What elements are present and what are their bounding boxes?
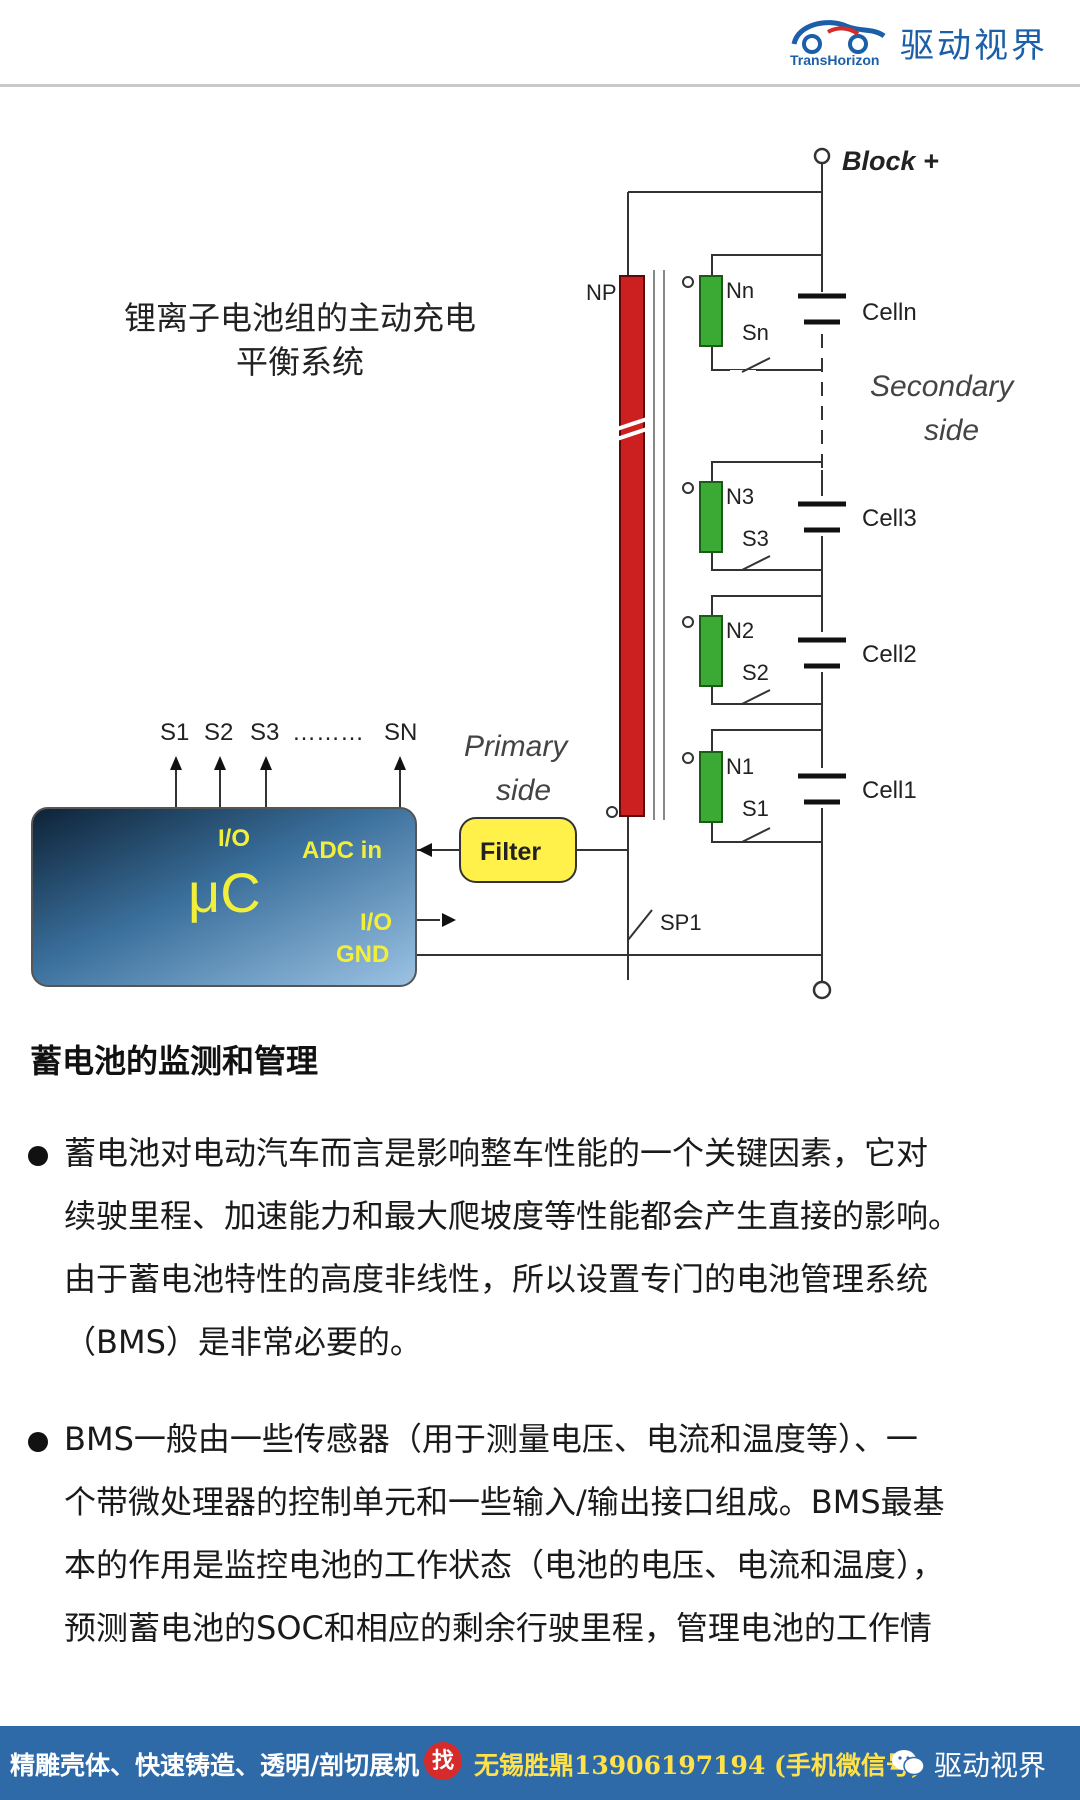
switch-label-3: S3 (742, 526, 769, 551)
filter-block (459, 817, 577, 883)
output-label-s3: S3 (250, 719, 279, 746)
bullet-2-line-1: BMS一般由一些传感器（用于测量电压、电流和温度等）、一 (64, 1420, 918, 1458)
bullet-2-line-4: 预测蓄电池的SOC和相应的剩余行驶里程，管理电池的工作情 (64, 1609, 932, 1647)
secondary-side-label-2: side (924, 414, 979, 447)
caption-line-1: 锂离子电池组的主动充电 (123, 299, 476, 337)
bullet-paragraph-2: BMS一般由一些传感器（用于测量电压、电流和温度等）、一 个带微处理器的控制单元… (28, 1408, 1058, 1660)
bullet-dot-icon (28, 1146, 48, 1166)
cell-label-1: Cell1 (862, 777, 917, 804)
footer-account-name: 驱动视界 (934, 1749, 1047, 1782)
microcontroller-block (31, 807, 417, 987)
winding-label-2: N2 (726, 618, 754, 643)
page-header: 驱动视界 TransHorizon (0, 0, 1080, 84)
bullet-1-line-2: 续驶里程、加速能力和最大爬坡度等性能都会产生直接的影响。 (64, 1197, 961, 1235)
mcu-adc-label: ADC in (302, 837, 382, 864)
block-plus-terminal (813, 147, 831, 165)
primary-side-label-1: Primary (464, 730, 569, 763)
header-divider (0, 84, 1080, 87)
bullet-1-line-4: （BMS）是非常必要的。 (64, 1323, 422, 1361)
footer-find-badge: 找 (424, 1742, 462, 1780)
balancing-circuit-diagram: Block + NP Secondary side Primary side N… (31, 146, 1015, 1000)
cell-stage-n (682, 275, 846, 374)
secondary-side-label-1: Secondary (870, 370, 1015, 403)
output-label-sn: SN (384, 719, 417, 746)
cell-label-n: Celln (862, 299, 917, 326)
car-logo-icon (791, 20, 886, 54)
wechat-icon (892, 1750, 925, 1776)
block-plus-label: Block + (842, 146, 939, 176)
brand-name-cn: 驱动视界 (900, 26, 1048, 66)
caption-line-2: 平衡系统 (235, 343, 364, 381)
footer-banner[interactable]: 精雕壳体、快速铸造、透明/剖切展机 找 无锡胜鼎13906197194 (手机微… (0, 1726, 1080, 1800)
winding-label-1: N1 (726, 754, 754, 779)
section-heading: 蓄电池的监测和管理 (30, 1042, 319, 1080)
cell-stage-2 (682, 615, 846, 705)
cell-stage-3 (682, 481, 846, 571)
block-minus-terminal (812, 980, 832, 1000)
bullet-1-line-1: 蓄电池对电动汽车而言是影响整车性能的一个关键因素，它对 (64, 1134, 929, 1172)
mcu-io-top-label: I/O (218, 825, 250, 852)
cell-stage-1 (682, 751, 846, 843)
cell-label-3: Cell3 (862, 505, 917, 532)
switch-label-n: Sn (742, 320, 769, 345)
winding-label-n: Nn (726, 278, 754, 303)
filter-label: Filter (480, 838, 541, 866)
primary-winding (619, 275, 645, 817)
bullet-dot-icon (28, 1432, 48, 1452)
winding-label-3: N3 (726, 484, 754, 509)
switch-label-1: S1 (742, 796, 769, 821)
diagram-caption: 锂离子电池组的主动充电 平衡系统 (95, 296, 505, 384)
cell-label-2: Cell2 (862, 641, 917, 668)
primary-switch-label: SP1 (660, 910, 702, 935)
mcu-gnd-label: GND (336, 941, 389, 968)
output-label-s2: S2 (204, 719, 233, 746)
bullet-paragraph-1: 蓄电池对电动汽车而言是影响整车性能的一个关键因素，它对 续驶里程、加速能力和最大… (28, 1122, 1058, 1374)
mcu-label: μC (188, 861, 261, 924)
primary-side-label-2: side (496, 774, 551, 807)
brand-name-en: TransHorizon (790, 52, 880, 68)
output-label-s1: S1 (160, 719, 189, 746)
mcu-io-bottom-label: I/O (360, 909, 392, 936)
bullet-2-line-2: 个带微处理器的控制单元和一些输入/输出接口组成。BMS最基 (64, 1483, 945, 1521)
bullet-2-line-3: 本的作用是监控电池的工作状态（电池的电压、电流和温度）， (64, 1546, 945, 1584)
switch-label-2: S2 (742, 660, 769, 685)
primary-winding-label: NP (586, 280, 617, 305)
output-ellipsis: ……… (292, 719, 364, 746)
bullet-1-line-3: 由于蓄电池特性的高度非线性，所以设置专门的电池管理系统 (64, 1260, 929, 1298)
footer-contact-text: 无锡胜鼎13906197194 (手机微信号) (474, 1751, 923, 1780)
footer-ad-text: 精雕壳体、快速铸造、透明/剖切展机 (10, 1751, 420, 1780)
brand-logo: 驱动视界 TransHorizon (788, 12, 1068, 76)
